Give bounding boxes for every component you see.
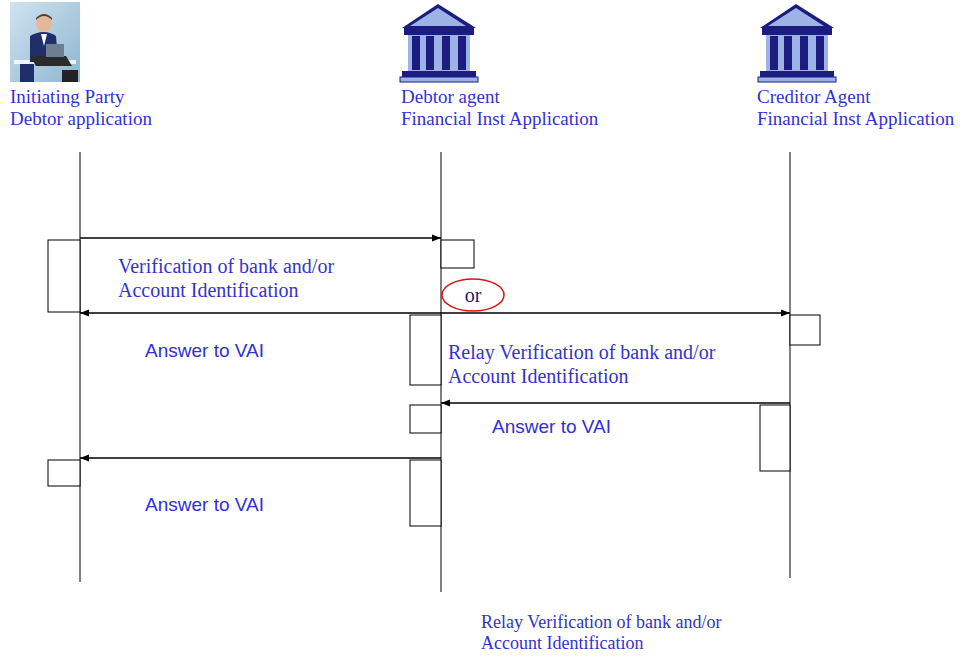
or-ellipse xyxy=(442,279,504,311)
bank-icon xyxy=(758,4,836,82)
person-icon xyxy=(10,2,80,82)
message-arrow xyxy=(441,312,790,314)
message-arrow xyxy=(80,312,441,314)
message-label: Verification of bank and/or Account Iden… xyxy=(116,254,336,302)
note-label: Relay Verification of bank and/or Accoun… xyxy=(481,612,722,654)
message-label: Answer to VAI xyxy=(490,416,613,438)
participant-label: Debtor agent Financial Inst Application xyxy=(401,86,598,130)
message-arrow xyxy=(80,237,441,239)
bank-icon xyxy=(400,4,478,82)
participant-label: Initiating Party Debtor application xyxy=(10,86,152,130)
message-label: Answer to VAI xyxy=(143,340,266,362)
activation-box xyxy=(48,240,820,526)
participant: Debtor agent Financial Inst Application xyxy=(401,86,598,130)
participant-label: Creditor Agent Financial Inst Applicatio… xyxy=(757,86,954,130)
participant: Creditor Agent Financial Inst Applicatio… xyxy=(757,86,954,130)
lifeline xyxy=(80,152,790,592)
participant: Initiating Party Debtor application xyxy=(10,86,152,130)
message-label: Relay Verification of bank and/or Accoun… xyxy=(446,340,717,388)
alternative-marker: or xyxy=(465,283,482,307)
message-arrow xyxy=(441,402,790,404)
message-arrow xyxy=(80,457,441,459)
message-label: Answer to VAI xyxy=(143,494,266,516)
